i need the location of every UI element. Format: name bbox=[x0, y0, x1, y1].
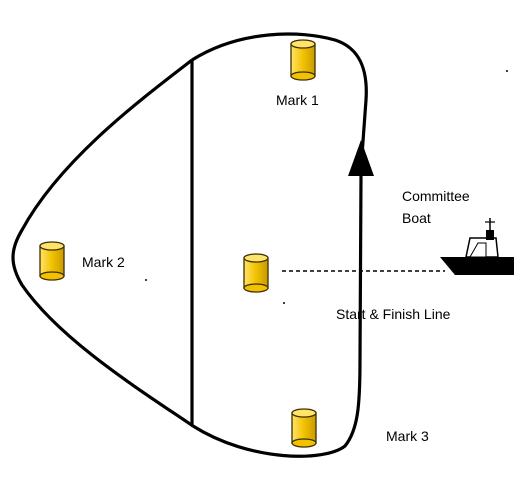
dot bbox=[283, 302, 285, 304]
mark-3-buoy-icon bbox=[291, 408, 317, 448]
course-outline-left bbox=[11, 58, 194, 428]
committee-boat-icon bbox=[440, 218, 514, 275]
committee-boat-label-line2: Boat bbox=[402, 210, 431, 226]
dot bbox=[506, 70, 508, 72]
mark-1-buoy-icon bbox=[290, 39, 316, 81]
start-buoy-icon bbox=[243, 253, 269, 293]
dot bbox=[145, 279, 147, 281]
committee-boat-label-line1: Committee bbox=[402, 188, 470, 204]
mark-3-label: Mark 3 bbox=[386, 428, 429, 444]
beat-leg-line bbox=[358, 174, 363, 361]
course-outline-bottom bbox=[192, 359, 362, 458]
mark-2-buoy-icon bbox=[39, 241, 65, 281]
mark-1-label: Mark 1 bbox=[276, 92, 319, 108]
mark-2-label: Mark 2 bbox=[82, 254, 125, 270]
direction-arrow-icon bbox=[348, 140, 374, 176]
course-outline bbox=[191, 32, 368, 156]
start-finish-line-label: Start & Finish Line bbox=[336, 306, 451, 322]
